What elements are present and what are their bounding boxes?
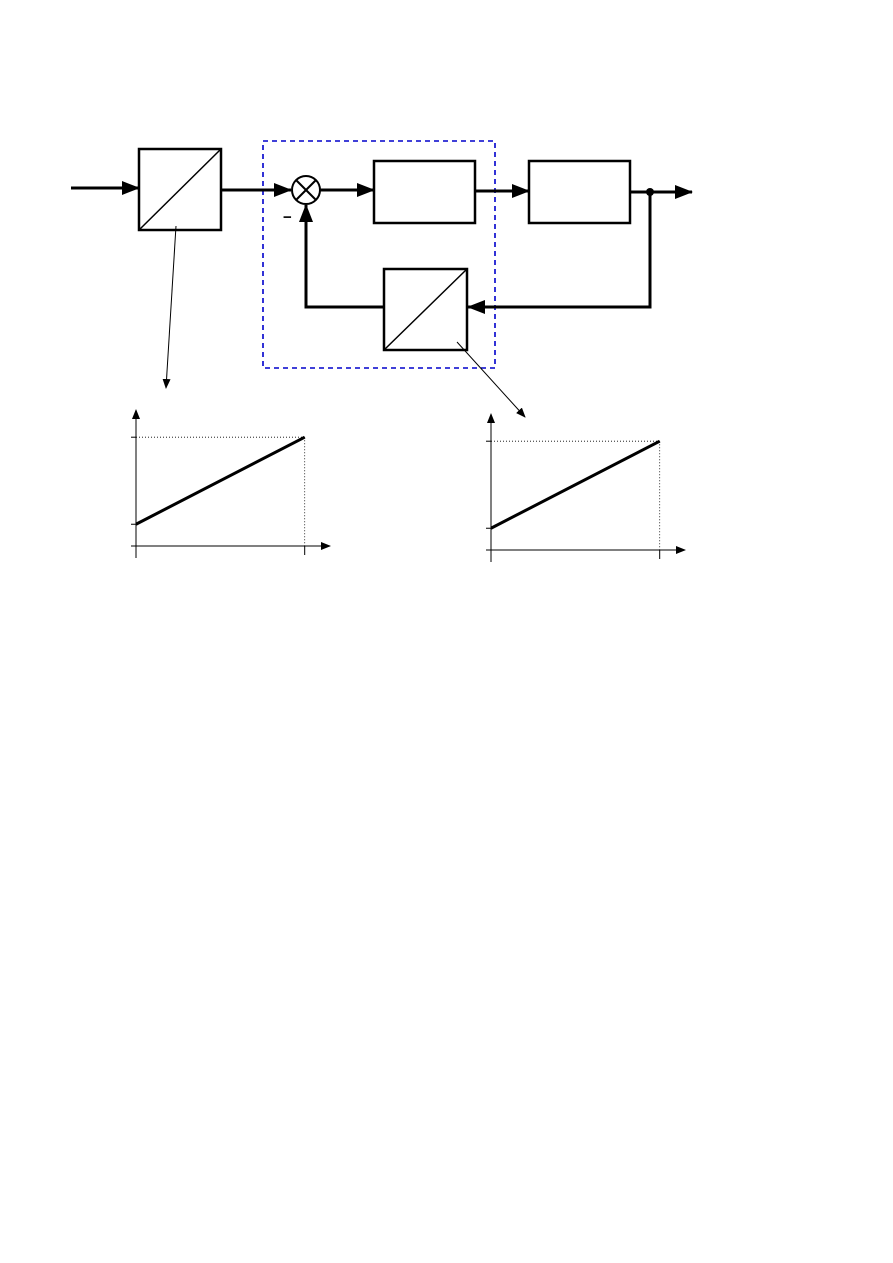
pointer-feedback-converter [456, 341, 526, 418]
converter-diagonal [138, 148, 222, 231]
summing-junction [291, 175, 321, 205]
feedback-path-to-junction [299, 204, 384, 309]
feedback-converter-block [382, 267, 469, 352]
plant-block [527, 159, 632, 225]
feedback-minus-sign: − [283, 209, 292, 226]
controller-block [372, 159, 477, 225]
pointer-input-converter [162, 225, 177, 389]
input-converter-characteristic-chart [131, 409, 331, 558]
feedback-path-to-sensor [467, 192, 652, 314]
characteristic-line [490, 439, 661, 530]
characteristic-line [135, 435, 306, 526]
feedback-converter-characteristic-chart [486, 413, 686, 562]
inner-loop-frame [262, 140, 496, 369]
feedback-converter-diagonal [383, 268, 468, 351]
input-converter-block [137, 147, 223, 232]
